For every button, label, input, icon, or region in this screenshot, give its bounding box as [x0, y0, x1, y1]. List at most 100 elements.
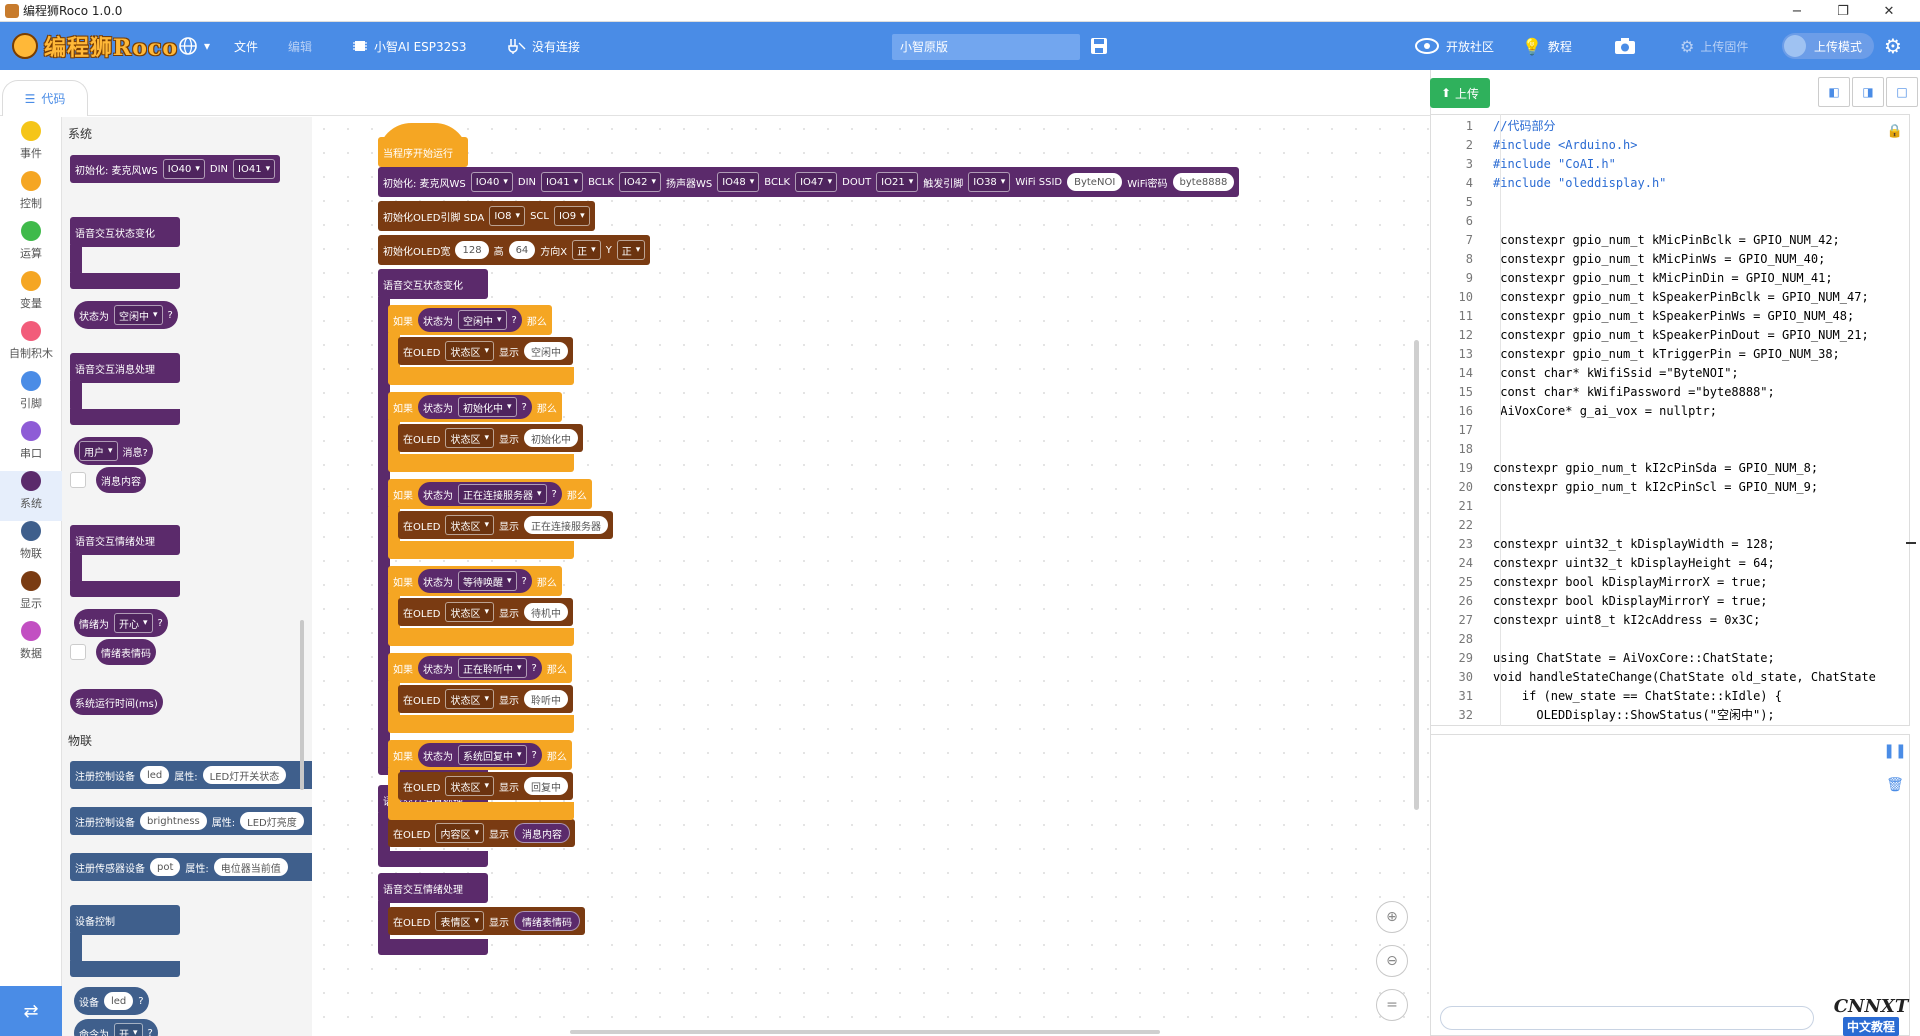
flyout-block-state-is[interactable]: 状态为 空闲中 ? [74, 301, 178, 329]
category-iot[interactable]: 物联 [0, 521, 62, 571]
device-name-field[interactable]: pot [150, 858, 181, 876]
flyout-block-register-led[interactable]: 注册控制设备 led 属性: LED灯开关状态 [70, 761, 312, 789]
board-select[interactable]: 小智AI ESP32S3 [352, 22, 467, 70]
zoom-out-button[interactable]: ⊖ [1376, 945, 1408, 977]
status-text-field[interactable]: 正在连接服务器 [524, 516, 608, 534]
hat-block-program-start[interactable]: 当程序开始运行 [378, 137, 468, 167]
device-name-field[interactable]: led [104, 992, 134, 1010]
community-button[interactable]: 开放社区 [1414, 22, 1494, 70]
view-code-button[interactable]: ◨ [1852, 77, 1884, 107]
block-oled-show-status[interactable]: 在OLED状态区显示初始化中 [398, 424, 583, 452]
save-button[interactable] [1090, 22, 1108, 70]
connection-button[interactable]: 没有连接 [508, 22, 580, 70]
direction-x-dropdown[interactable]: 正 [572, 240, 601, 260]
upload-button[interactable]: ⬆ 上传 [1430, 78, 1490, 108]
area-dropdown[interactable]: 表情区 [435, 911, 484, 931]
scl-dropdown[interactable]: IO9 [553, 206, 590, 226]
block-init-audio-wifi[interactable]: 初始化: 麦克风WS IO40 DIN IO41 BCLK IO42 扬声器WS… [378, 167, 1240, 197]
flyout-block-emotion-is[interactable]: 情绪为 开心 ? [74, 609, 168, 637]
tutorial-button[interactable]: 💡 教程 [1522, 22, 1572, 70]
block-emotion-handler[interactable]: 语音交互情绪处理 [378, 873, 488, 903]
din-pin-dropdown[interactable]: IO41 [233, 159, 276, 179]
attribute-field[interactable]: 电位器当前值 [213, 858, 288, 876]
trash-icon[interactable]: 🗑 [1886, 777, 1904, 793]
workspace-vertical-scrollbar[interactable] [1414, 340, 1419, 810]
wifi-password-field[interactable]: byte8888 [1172, 173, 1235, 191]
block-init-oled-size[interactable]: 初始化OLED宽 128 高 64 方向X 正 Y 正 [378, 235, 651, 265]
area-dropdown[interactable]: 状态区 [445, 689, 494, 709]
restore-button[interactable]: ❐ [1837, 3, 1849, 19]
flyout-block-user-msg[interactable]: 用户 消息? [74, 437, 153, 465]
block-state-change-handler[interactable]: 语音交互状态变化 [378, 269, 488, 299]
zoom-reset-button[interactable]: = [1376, 989, 1408, 1021]
speaker-ws-dropdown[interactable]: IO48 [717, 172, 760, 192]
status-text-field[interactable]: 初始化中 [524, 429, 578, 447]
emotion-emoji-checkbox[interactable] [70, 644, 86, 660]
close-button[interactable]: ✕ [1883, 3, 1895, 19]
area-dropdown[interactable]: 状态区 [445, 341, 494, 361]
state-dropdown[interactable]: 等待唤醒 [458, 571, 517, 591]
state-dropdown[interactable]: 正在聆听中 [458, 658, 527, 678]
status-text-field[interactable]: 待机中 [524, 603, 568, 621]
category-pins[interactable]: 引脚 [0, 371, 62, 421]
oled-height-field[interactable]: 64 [508, 241, 536, 259]
flyout-block-msg-content[interactable]: 消息内容 [96, 467, 146, 493]
view-split-button[interactable]: ◧ [1818, 77, 1850, 107]
area-dropdown[interactable]: 内容区 [435, 823, 484, 843]
status-text-field[interactable]: 聆听中 [524, 690, 568, 708]
oled-width-field[interactable]: 128 [455, 241, 489, 259]
category-custom-blocks[interactable]: 自制积木 [0, 321, 62, 371]
dout-dropdown[interactable]: IO21 [876, 172, 919, 192]
sda-dropdown[interactable]: IO8 [489, 206, 526, 226]
area-dropdown[interactable]: 状态区 [445, 602, 494, 622]
flyout-block-emotion-emoji[interactable]: 情绪表情码 [96, 639, 156, 665]
menu-file[interactable]: 文件 [234, 39, 259, 54]
flyout-block-register-brightness[interactable]: 注册控制设备 brightness 属性: LED灯亮度 [70, 807, 312, 835]
category-control[interactable]: 控制 [0, 171, 62, 221]
ws-pin-dropdown[interactable]: IO40 [162, 159, 205, 179]
settings-button[interactable]: ⚙ [1884, 22, 1902, 70]
block-init-oled-pins[interactable]: 初始化OLED引脚 SDA IO8 SCL IO9 [378, 201, 595, 231]
status-text-field[interactable]: 回复中 [524, 777, 568, 795]
state-dropdown[interactable]: 正在连接服务器 [458, 484, 547, 504]
serial-input[interactable] [1440, 1006, 1814, 1030]
mic-ws-dropdown[interactable]: IO40 [470, 172, 513, 192]
state-dropdown[interactable]: 系统回复中 [458, 745, 527, 765]
minimize-button[interactable]: − [1791, 3, 1803, 19]
block-oled-show-msg[interactable]: 在OLED 内容区 显示 消息内容 [388, 819, 575, 847]
device-name-field[interactable]: led [140, 766, 170, 784]
tab-code[interactable]: ☰ 代码 [2, 80, 88, 116]
workspace-horizontal-scrollbar[interactable] [570, 1030, 1160, 1034]
area-dropdown[interactable]: 状态区 [445, 428, 494, 448]
wifi-ssid-field[interactable]: ByteNOI [1067, 173, 1123, 191]
block-oled-show-status[interactable]: 在OLED状态区显示聆听中 [398, 685, 573, 713]
flyout-block-init-mic[interactable]: 初始化: 麦克风WS IO40 DIN IO41 [70, 155, 281, 183]
category-display[interactable]: 显示 [0, 571, 62, 621]
block-oled-show-status[interactable]: 在OLED状态区显示回复中 [398, 772, 573, 800]
block-oled-show-status[interactable]: 在OLED状态区显示待机中 [398, 598, 573, 626]
din-dropdown[interactable]: IO41 [541, 172, 584, 192]
emotion-emoji-reporter[interactable]: 情绪表情码 [514, 911, 580, 931]
status-text-field[interactable]: 空闲中 [524, 342, 568, 360]
lock-icon[interactable]: 🔒 [1886, 123, 1904, 139]
category-data[interactable]: 数据 [0, 621, 62, 671]
attribute-field[interactable]: LED灯开关状态 [202, 766, 287, 784]
command-dropdown[interactable]: 开 [114, 1023, 143, 1036]
add-extension-button[interactable]: ⇄ [0, 986, 62, 1036]
trigger-pin-dropdown[interactable]: IO38 [968, 172, 1011, 192]
view-fullscreen-button[interactable]: □ [1886, 77, 1918, 107]
device-name-field[interactable]: brightness [140, 812, 207, 830]
msg-content-checkbox[interactable] [70, 472, 86, 488]
category-events[interactable]: 事件 [0, 121, 62, 171]
flyout-block-device-is[interactable]: 设备 led ? [74, 987, 149, 1015]
block-oled-show-emotion[interactable]: 在OLED 表情区 显示 情绪表情码 [388, 907, 585, 935]
pause-icon[interactable]: ❚❚ [1883, 743, 1907, 759]
category-serial[interactable]: 串口 [0, 421, 62, 471]
zoom-in-button[interactable]: ⊕ [1376, 901, 1408, 933]
